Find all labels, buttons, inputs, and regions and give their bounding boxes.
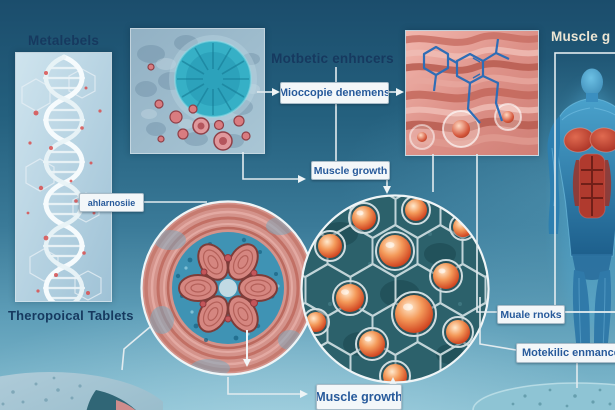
abdominal-muscles	[572, 153, 612, 219]
callout-muscle-growth-bottom: Muscle growth	[316, 384, 402, 410]
chemical-structure	[422, 38, 510, 124]
callout-muscle-growth-top: Muscle growth	[311, 161, 390, 180]
capsule-spheres	[409, 103, 522, 150]
title-motbetic-enhncers: Motbetic enhncers	[271, 51, 394, 66]
inner-arrow-down	[243, 330, 251, 367]
cell-micrograph-image	[130, 28, 265, 154]
arrowheads	[272, 88, 404, 398]
title-theropoical-tablets: Theropoical Tablets	[8, 308, 134, 323]
tablet-left-image	[0, 362, 163, 410]
dna-panel-image	[15, 52, 112, 302]
callout-motekilic: Motekilic enmancee	[516, 343, 615, 363]
legs	[572, 254, 612, 356]
pectoral-muscles	[563, 127, 615, 153]
muscle-fiber-illustration	[406, 31, 538, 155]
tablet-left-illustration	[0, 372, 163, 410]
title-muscle-g: Muscle g	[551, 29, 611, 44]
dna-helix-illustration	[16, 53, 111, 301]
dna-helix	[43, 54, 85, 301]
muscle-cross-section-illustration	[140, 200, 316, 376]
muscle-cross-section-circle	[140, 200, 316, 376]
fascicle-rosette	[178, 243, 278, 333]
human-anatomy-figure	[546, 56, 615, 356]
edge-mottling	[150, 217, 302, 375]
hexagon-spheres-illustration	[300, 194, 490, 384]
red-speckles	[26, 71, 102, 295]
callout-muale-rnoks: Muale rnoks	[497, 305, 565, 324]
human-figure-illustration	[547, 68, 615, 356]
muscle-fiber-image	[405, 30, 539, 156]
fiber-strands	[406, 32, 538, 148]
title-metalebels: Metalebels	[28, 33, 100, 48]
nucleus	[169, 35, 257, 123]
molecule-spheres-circle	[300, 194, 490, 384]
callout-microscopic: Mioccopie denemens	[280, 82, 389, 104]
figure-frame	[554, 52, 615, 313]
cell-micrograph-illustration	[131, 29, 264, 153]
vesicles	[147, 63, 251, 151]
callout-left-small: ahlarnosiie	[79, 193, 144, 212]
